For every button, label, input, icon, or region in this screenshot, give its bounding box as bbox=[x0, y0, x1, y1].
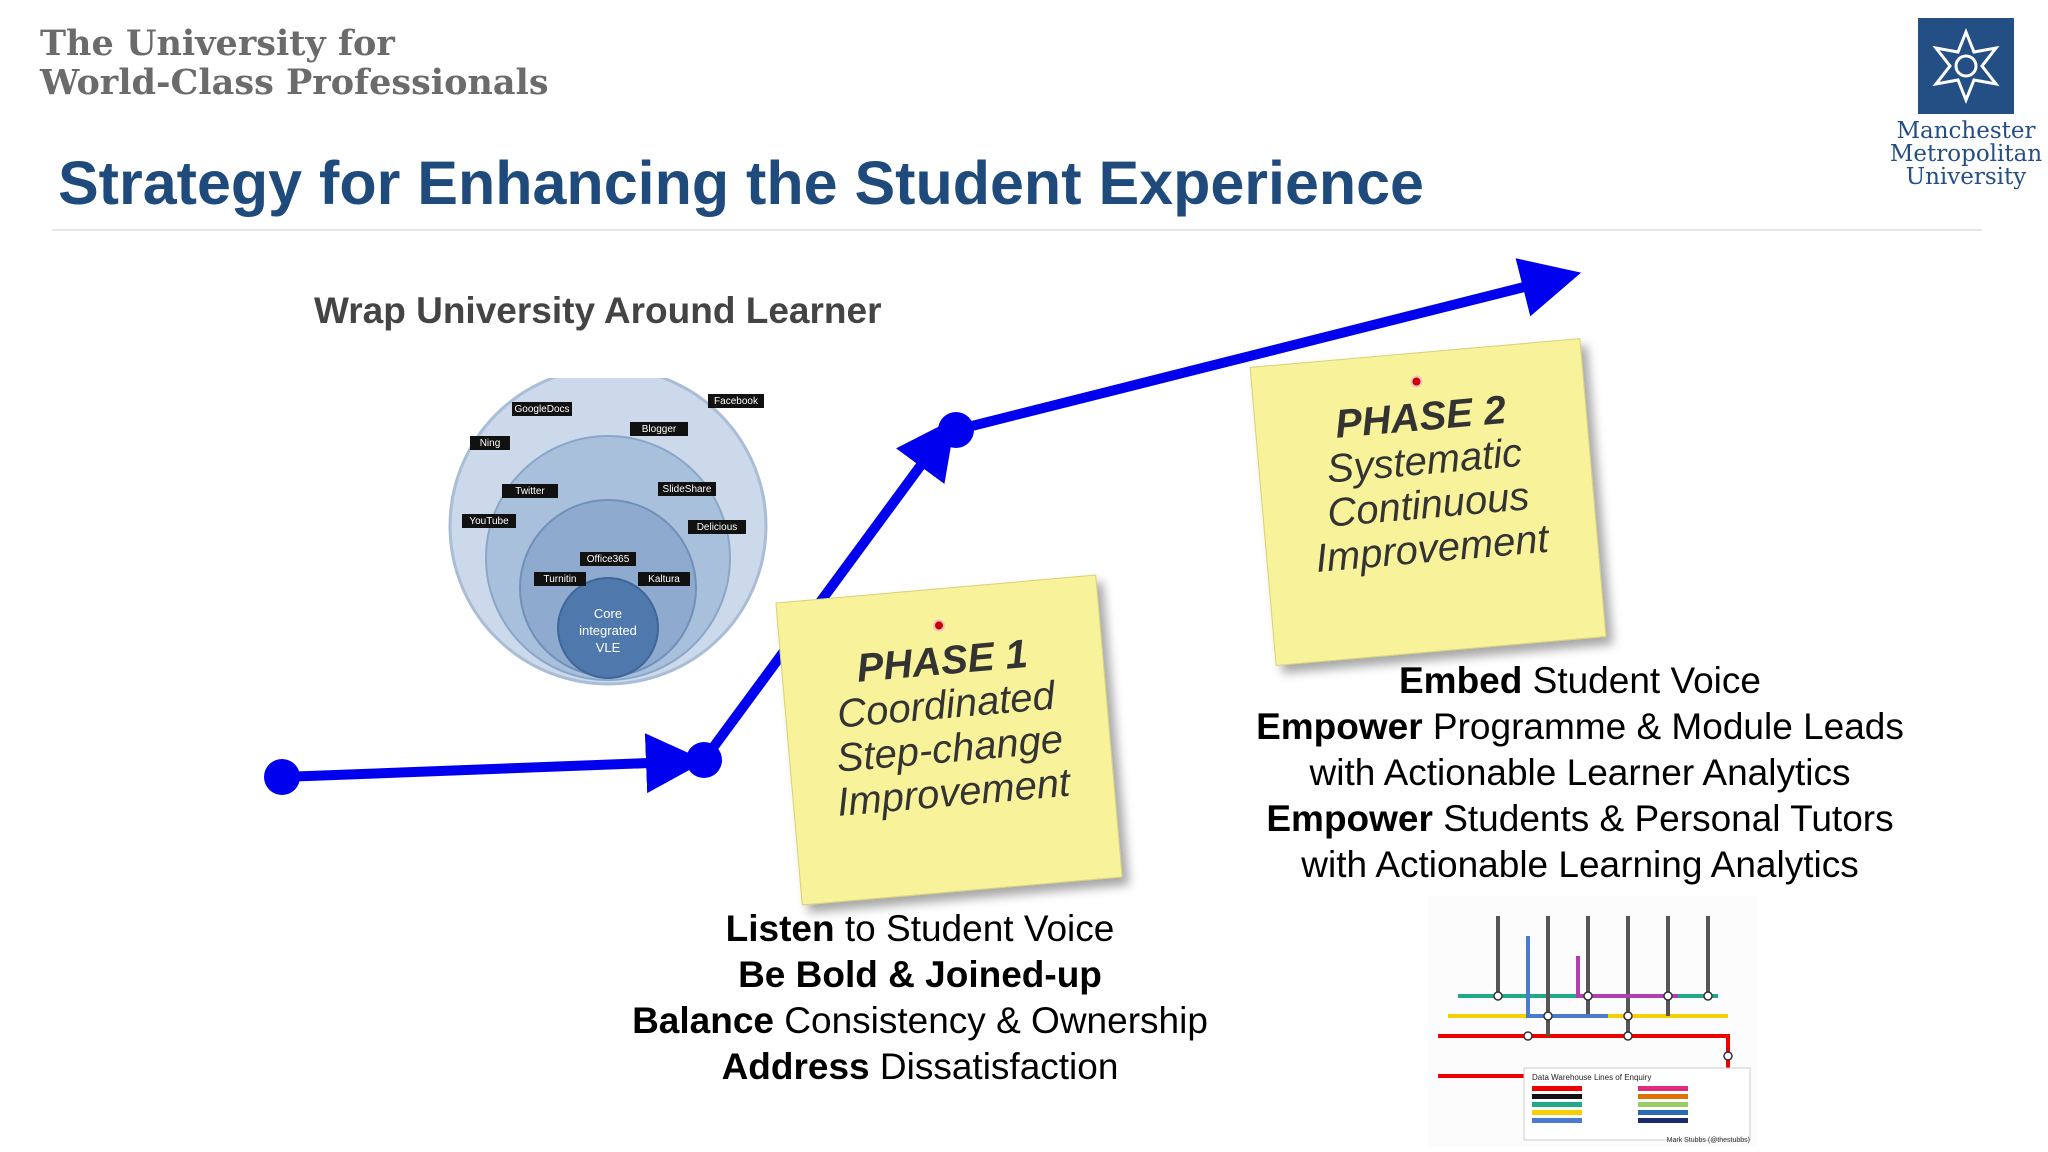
line-grey bbox=[1496, 916, 1710, 1036]
tag-label: Twitter bbox=[515, 486, 545, 497]
point-rest: Dissatisfaction bbox=[869, 1046, 1119, 1087]
phase2-point: Embed Student Voice bbox=[1220, 658, 1940, 704]
phase2-point: with Actionable Learning Analytics bbox=[1220, 842, 1940, 888]
university-logo bbox=[1918, 18, 2014, 114]
phase1-point: Be Bold & Joined-up bbox=[560, 952, 1280, 998]
tag-box bbox=[512, 402, 572, 416]
tag-box bbox=[658, 482, 716, 496]
tag-label: Delicious bbox=[697, 522, 738, 533]
title-divider bbox=[52, 229, 1982, 231]
point-bold: Listen bbox=[725, 908, 835, 949]
tag-box bbox=[688, 520, 746, 534]
phase1-point: Listen to Student Voice bbox=[560, 906, 1280, 952]
tag-box bbox=[638, 572, 690, 586]
tag-label: Blogger bbox=[642, 424, 677, 435]
core-label: Core bbox=[594, 606, 622, 621]
slide-title: Strategy for Enhancing the Student Exper… bbox=[58, 149, 1424, 217]
tag-label: Kaltura bbox=[648, 574, 680, 585]
tag-box bbox=[580, 552, 636, 566]
tag-label: Facebook bbox=[714, 396, 759, 407]
tag-box bbox=[502, 484, 558, 498]
start-node bbox=[264, 759, 300, 795]
phase2-points: Embed Student Voice Empower Programme & … bbox=[1220, 658, 1940, 888]
point-rest: with Actionable Learning Analytics bbox=[1301, 844, 1859, 885]
tag-label: YouTube bbox=[469, 516, 509, 527]
point-rest: Consistency & Ownership bbox=[774, 1000, 1208, 1041]
phase2-point: with Actionable Learner Analytics bbox=[1220, 750, 1940, 796]
wrap-circle-diagram: GoogleDocs Facebook Ning Blogger Twitter… bbox=[448, 378, 768, 686]
point-rest: to Student Voice bbox=[834, 908, 1115, 949]
phase1-point: Address Dissatisfaction bbox=[560, 1044, 1280, 1090]
tag-label: Office365 bbox=[587, 554, 630, 565]
phase1-note: PHASE 1 Coordinated Step-change Improvem… bbox=[775, 574, 1123, 906]
continuous-arrow bbox=[954, 258, 1582, 435]
data-warehouse-subway-map: Data Warehouse Lines of Enquiry Mark Stu… bbox=[1428, 896, 1758, 1146]
map-credit: Mark Stubbs (@thestubbs) bbox=[1667, 1137, 1750, 1144]
phase1-node bbox=[686, 742, 722, 778]
tag-box bbox=[708, 394, 764, 408]
core-label: VLE bbox=[596, 640, 621, 655]
point-bold: Empower bbox=[1256, 706, 1423, 747]
point-rest: Student Voice bbox=[1522, 660, 1761, 701]
tag-box bbox=[630, 422, 688, 436]
point-bold: Empower bbox=[1266, 798, 1433, 839]
phase2-point: Empower Students & Personal Tutors bbox=[1220, 796, 1940, 842]
antelope-crest-icon bbox=[1932, 27, 2000, 105]
line-blue bbox=[1526, 936, 1608, 1018]
point-rest: with Actionable Learner Analytics bbox=[1309, 752, 1851, 793]
point-rest: Students & Personal Tutors bbox=[1432, 798, 1894, 839]
university-logo-text: Manchester Metropolitan University bbox=[1880, 120, 2048, 189]
point-bold: Embed bbox=[1399, 660, 1523, 701]
tag-box bbox=[470, 436, 510, 450]
logo-line: University bbox=[1905, 164, 2027, 190]
phase2-node bbox=[938, 412, 974, 448]
university-tagline: The University for World-Class Professio… bbox=[40, 23, 549, 103]
phase2-note: PHASE 2 Systematic Continuous Improvemen… bbox=[1249, 338, 1607, 666]
wrap-diagram-title: Wrap University Around Learner bbox=[314, 290, 882, 331]
core-circle bbox=[557, 577, 659, 679]
tag-label: Turnitin bbox=[544, 574, 577, 585]
point-bold: Address bbox=[721, 1046, 870, 1087]
tag-box bbox=[534, 572, 586, 586]
tag-label: GoogleDocs bbox=[514, 404, 569, 415]
pin-icon bbox=[1412, 377, 1421, 386]
phase1-point: Balance Consistency & Ownership bbox=[560, 998, 1280, 1044]
point-rest: Programme & Module Leads bbox=[1422, 706, 1904, 747]
line-purple bbox=[1576, 956, 1678, 998]
map-legend-title: Data Warehouse Lines of Enquiry bbox=[1532, 1073, 1651, 1082]
phase2-point: Empower Programme & Module Leads bbox=[1220, 704, 1940, 750]
baseline-arrow bbox=[281, 733, 706, 794]
phase1-points: Listen to Student Voice Be Bold & Joined… bbox=[560, 906, 1280, 1090]
logo-line: Manchester bbox=[1896, 118, 2036, 144]
core-label: integrated bbox=[579, 623, 637, 638]
point-bold: Balance bbox=[632, 1000, 774, 1041]
tag-label: Ning bbox=[480, 438, 501, 449]
pin-icon bbox=[934, 621, 944, 630]
logo-line: Metropolitan bbox=[1889, 141, 2043, 167]
tag-box bbox=[462, 514, 516, 528]
tag-label: SlideShare bbox=[663, 484, 712, 495]
point-bold: Be Bold & Joined-up bbox=[738, 954, 1102, 995]
